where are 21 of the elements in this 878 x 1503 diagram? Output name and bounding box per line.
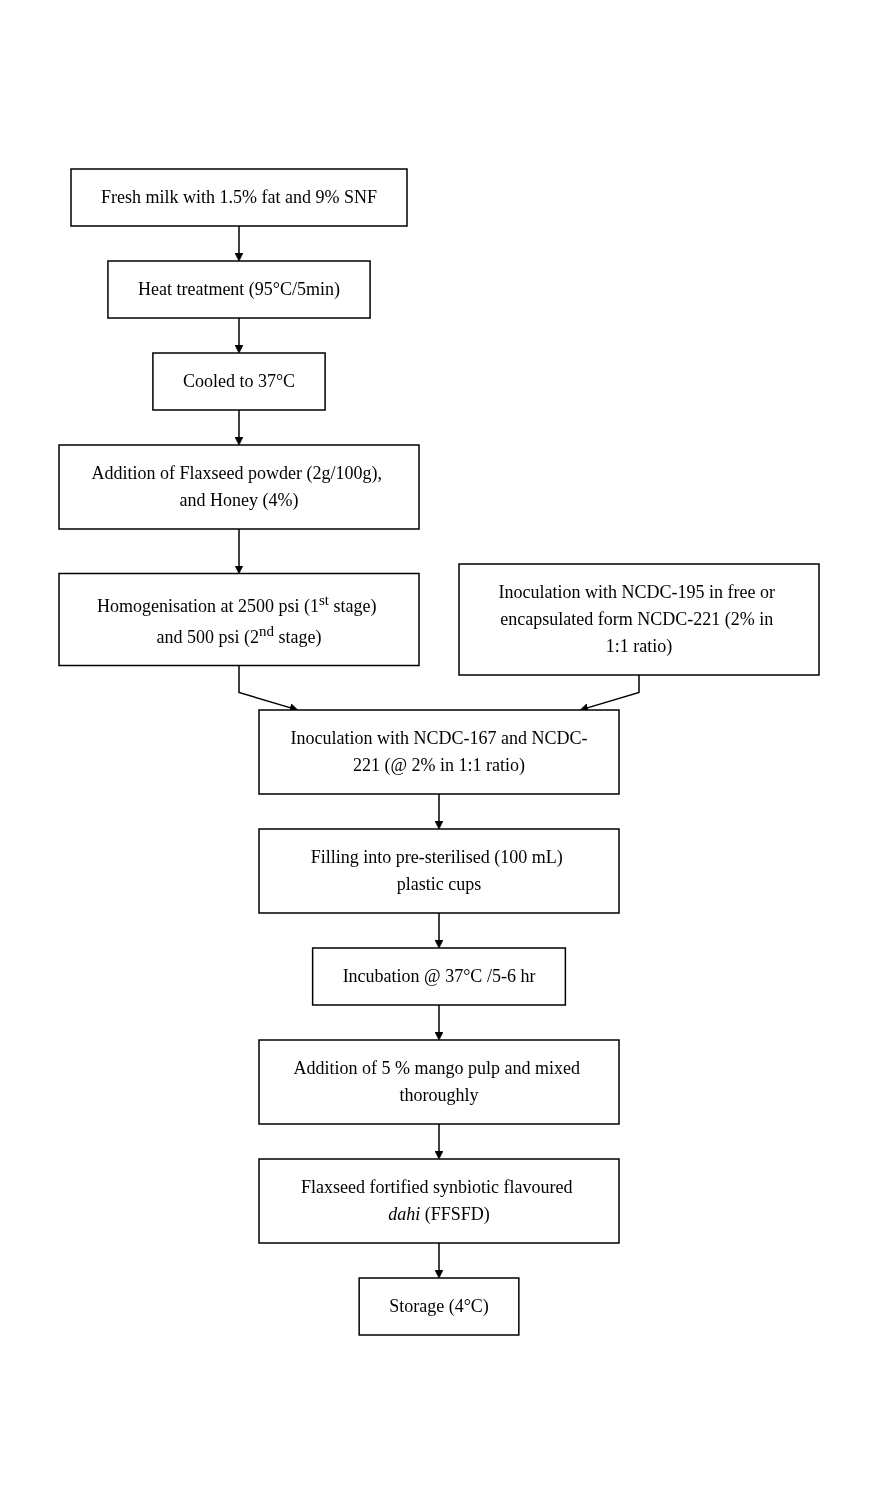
node-box: Flaxseed fortified synbiotic flavoured dahi (FFSFD) (258, 1157, 620, 1244)
node-box: Heat treatment (95°C/5min) (107, 259, 371, 319)
arrow (234, 408, 244, 445)
node-box: Fresh milk with 1.5% fat and 9% SNF (70, 167, 408, 227)
arrow (234, 316, 244, 353)
arrow (434, 1241, 444, 1278)
node-box: Inoculation with NCDC-195 in free or encapsulated form NCDC-221 (2% in 1:1 ratio) (458, 562, 820, 676)
node-box: Incubation @ 37°C /5-6 hr (311, 946, 567, 1006)
arrow (434, 1003, 444, 1040)
node-box: Homogenisation at 2500 psi (1$^{st}$ stage) and 500 psi (2$^{nd}$ stage) (58, 572, 420, 666)
node-box: Inoculation with NCDC-167 and NCDC-221 (@ 2% in 1:1 ratio) (258, 708, 620, 795)
node-box: Addition of Flaxseed powder (2g/100g), and Honey (4%) (58, 443, 420, 530)
arrow (234, 224, 244, 261)
node-box: Cooled to 37°C (152, 351, 326, 411)
node-box: Addition of 5 % mango pulp and mixed thoroughly (258, 1038, 620, 1125)
arrow (434, 911, 444, 948)
node-box: Filling into pre-sterilised (100 mL) plastic cups (258, 827, 620, 914)
arrow (434, 792, 444, 829)
arrow (434, 1122, 444, 1159)
node-box: Storage (4°C) (358, 1276, 520, 1336)
arrow (234, 527, 244, 574)
